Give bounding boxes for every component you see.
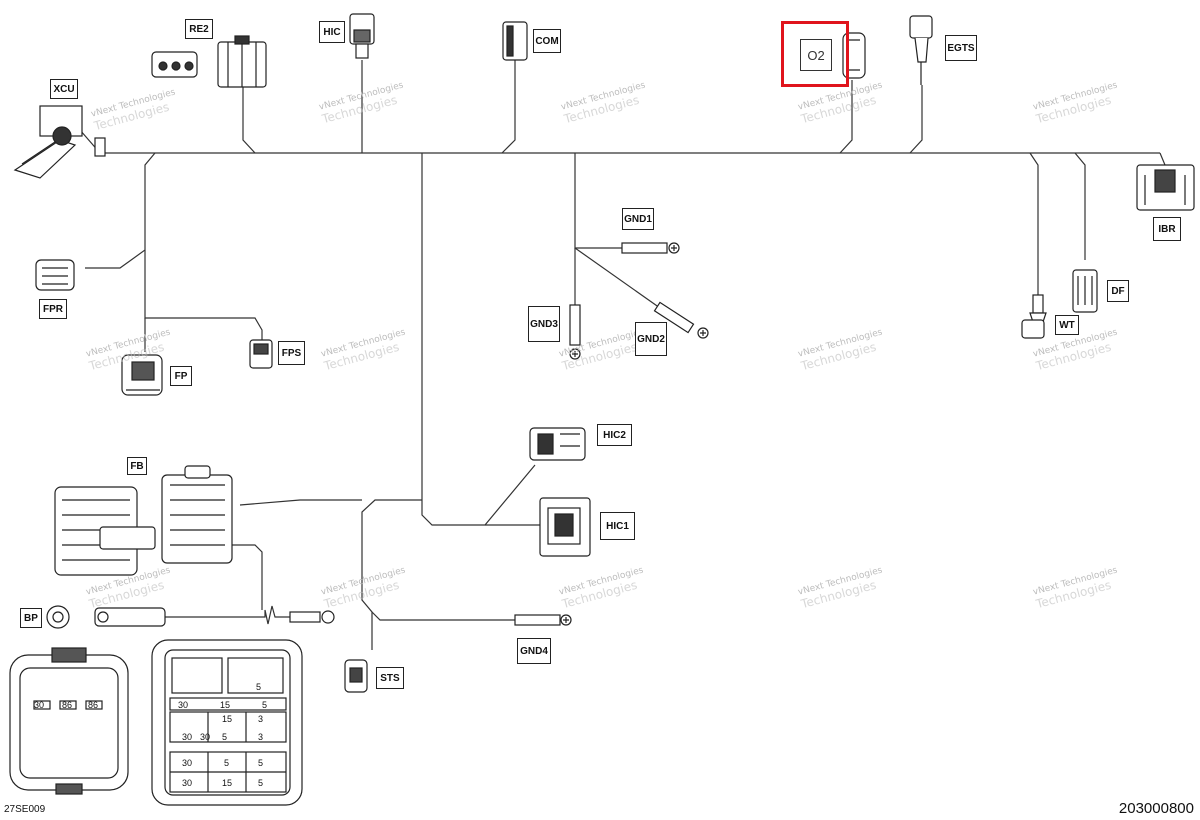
fuse-r4-c1: 30 <box>182 758 192 768</box>
wt-sensor-drawing <box>1021 294 1047 339</box>
fuse-box-drawing <box>151 639 303 806</box>
sts-branch-wire <box>361 499 422 650</box>
footer-right-code: 203000800 <box>1118 800 1194 817</box>
fuse-r2-c3: 3 <box>258 714 263 724</box>
ibr-branch-wire <box>1159 152 1166 166</box>
wt-branch-wire <box>1029 152 1039 295</box>
gnd2-branch-wire <box>574 247 661 309</box>
o2-branch-wire <box>839 80 853 154</box>
fuse-r2-c1: 30 <box>182 732 192 742</box>
bp-connector-drawing <box>46 605 335 629</box>
com-branch-wire <box>501 60 516 154</box>
fp-connector-drawing <box>121 354 163 396</box>
label-fp: FP <box>170 366 192 386</box>
label-hic2: HIC2 <box>597 424 632 446</box>
fpr-connector-drawing <box>35 259 75 291</box>
egts-branch-wire <box>909 85 923 154</box>
egts-sensor-drawing <box>909 15 933 85</box>
label-df: DF <box>1107 280 1129 302</box>
label-egts: EGTS <box>945 35 977 61</box>
fb-connector-drawing <box>54 465 233 576</box>
fuse-values: 30 86 86 5 30 15 5 30 15 3 30 5 3 30 5 5… <box>34 682 267 788</box>
relay-label-3: 86 <box>88 700 98 710</box>
hic2-branch-wire <box>421 153 536 526</box>
hic2-connector-drawing <box>529 427 586 461</box>
o2-highlight-box <box>781 21 849 87</box>
sts-sensor-drawing <box>344 659 368 693</box>
fuse-r3-c2: 5 <box>222 732 227 742</box>
label-gnd4: GND4 <box>517 638 551 664</box>
re2-branch-wire <box>242 85 256 154</box>
fuse-r4-c3: 5 <box>258 758 263 768</box>
label-bp: BP <box>20 608 42 628</box>
label-gnd3: GND3 <box>528 306 560 342</box>
label-fpr: FPR <box>39 299 67 319</box>
label-ibr: IBR <box>1153 217 1181 241</box>
label-hic1: HIC1 <box>600 512 635 540</box>
fuse-r3-c3: 3 <box>258 732 263 742</box>
label-sts: STS <box>376 667 404 689</box>
label-hic: HIC <box>319 21 345 43</box>
fuse-r5-c3: 5 <box>258 778 263 788</box>
label-fps: FPS <box>278 341 305 365</box>
fuse-top: 5 <box>256 682 261 692</box>
footer-left-code: 27SE009 <box>4 804 46 815</box>
label-gnd1: GND1 <box>622 208 654 230</box>
gnd1-branch-wire <box>574 153 622 249</box>
fuse-r5-c2: 15 <box>222 778 232 788</box>
ibr-connector-drawing <box>1136 164 1195 211</box>
gnd4-branch-wire <box>371 611 515 621</box>
hic1-connector-drawing <box>539 497 591 557</box>
label-wt: WT <box>1055 315 1079 335</box>
fb-branch-wire <box>239 499 362 506</box>
harness-wires <box>79 60 1166 650</box>
relay-label-1: 30 <box>34 700 44 710</box>
com-connector-drawing <box>502 21 528 61</box>
xcu-connector-drawing <box>13 105 106 179</box>
re2-connector-drawing <box>151 35 267 88</box>
fuse-r3-c1: 30 <box>200 732 210 742</box>
fuse-r4-c2: 5 <box>224 758 229 768</box>
label-fb: FB <box>127 457 147 475</box>
label-re2: RE2 <box>185 19 213 39</box>
label-o2: O2 <box>800 39 832 71</box>
fuse-r1-c2: 15 <box>220 700 230 710</box>
fuse-r1-c3: 5 <box>262 700 267 710</box>
relay-box-drawing <box>9 647 129 795</box>
fuse-r5-c1: 30 <box>182 778 192 788</box>
df-connector-drawing <box>1072 269 1098 313</box>
label-gnd2: GND2 <box>635 322 667 356</box>
bp-cable-wire <box>165 605 290 625</box>
fps-branch-wire <box>144 250 263 340</box>
relay-label-2: 86 <box>62 700 72 710</box>
fuse-r1-c1: 30 <box>178 700 188 710</box>
ground-terminals-drawing <box>514 242 709 626</box>
label-xcu: XCU <box>50 79 78 99</box>
df-branch-wire <box>1074 152 1086 260</box>
label-com: COM <box>533 29 561 53</box>
hic-top-connector-drawing <box>349 13 375 59</box>
fps-connector-drawing <box>249 339 273 369</box>
fuse-r2-c2: 15 <box>222 714 232 724</box>
